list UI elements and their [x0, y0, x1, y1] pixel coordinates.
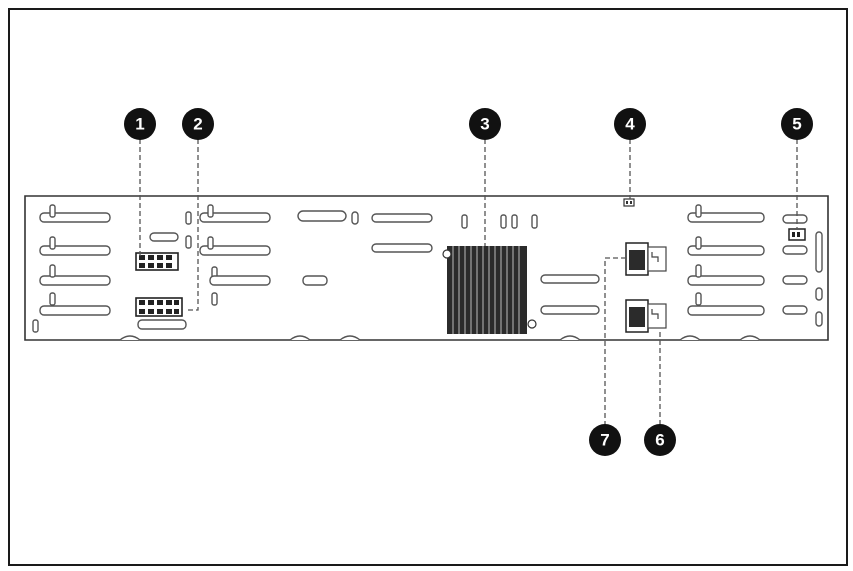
power-connector-2	[135, 297, 183, 317]
callout-5-label: 5	[792, 115, 801, 134]
callout-3: 3	[469, 108, 501, 140]
sas-connector-lower	[625, 299, 667, 333]
callout-4-label: 4	[625, 115, 635, 134]
callout-1: 1	[124, 108, 156, 140]
callout-4: 4	[614, 108, 646, 140]
callout-6-label: 6	[655, 431, 664, 450]
callout-7-label: 7	[600, 431, 609, 450]
power-connector-1	[135, 252, 179, 271]
callout-5: 5	[781, 108, 813, 140]
leader-lines	[139, 139, 798, 425]
heatsink	[442, 246, 537, 334]
callout-6: 6	[644, 424, 676, 456]
slot-cutouts	[32, 204, 823, 341]
sas-connector-upper	[625, 242, 667, 276]
callout-1-label: 1	[135, 115, 144, 134]
callout-2: 2	[182, 108, 214, 140]
callout-3-label: 3	[480, 115, 489, 134]
callout-2-label: 2	[193, 115, 202, 134]
callout-7: 7	[589, 424, 621, 456]
status-led	[623, 198, 635, 207]
fan-connector	[788, 228, 806, 241]
